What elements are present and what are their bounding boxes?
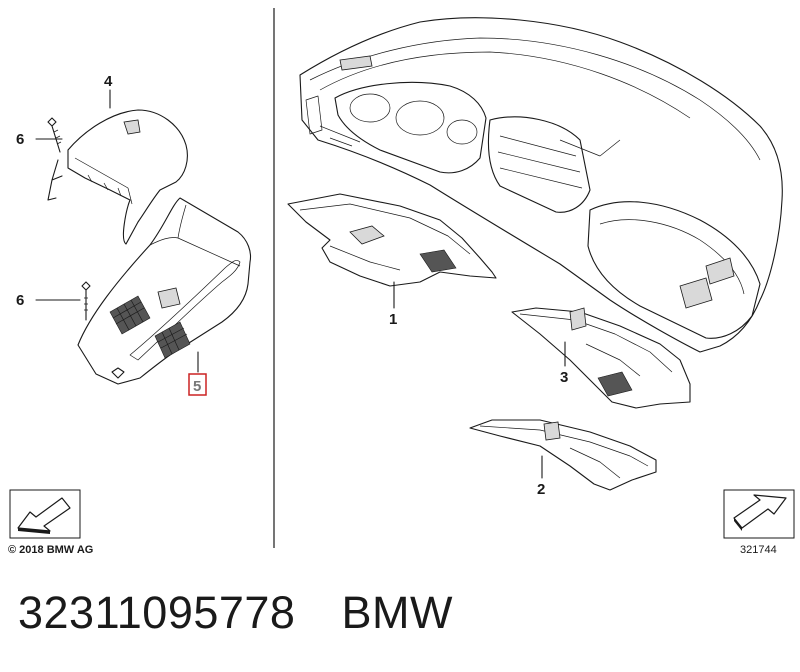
vent-grille-left	[109, 295, 151, 335]
part-5-lower-trim-panel[interactable]	[77, 197, 252, 385]
part-6-screw-lower[interactable]	[81, 281, 91, 321]
callout-1[interactable]: 1	[389, 311, 397, 328]
back-nav-button[interactable]	[9, 489, 81, 539]
part-4-steering-column-trim-upper[interactable]	[47, 109, 188, 245]
part-6-screw-upper[interactable]	[47, 117, 62, 153]
parts-diagram: 4 6 6 5 1	[8, 8, 795, 556]
forward-nav-button[interactable]	[723, 489, 795, 539]
vent-grille-right	[154, 321, 191, 359]
callout-4[interactable]: 4	[104, 73, 113, 90]
copyright-notice: © 2018 BMW AG	[8, 544, 93, 556]
callout-6-lower[interactable]: 6	[16, 292, 24, 309]
part-1-center-trim-panel[interactable]	[287, 193, 497, 287]
callout-5-highlight-box	[188, 373, 207, 396]
part-number: 32311095778	[18, 587, 296, 638]
arrow-up-right-icon	[733, 494, 787, 531]
part-caption: 32311095778 BMW	[18, 587, 453, 639]
part-3-right-lower-trim[interactable]	[511, 307, 691, 409]
callout-6-upper[interactable]: 6	[16, 131, 24, 148]
part-2-left-lower-trim[interactable]	[469, 419, 657, 491]
callout-5[interactable]: 5	[193, 378, 201, 395]
dashboard-assembly	[299, 17, 783, 353]
brand-name: BMW	[341, 587, 453, 638]
arrow-down-left-icon	[17, 497, 71, 534]
callout-3[interactable]: 3	[560, 369, 568, 386]
diagram-reference-number: 321744	[740, 544, 777, 556]
callout-2[interactable]: 2	[537, 481, 545, 498]
fastener-clip	[111, 367, 125, 379]
